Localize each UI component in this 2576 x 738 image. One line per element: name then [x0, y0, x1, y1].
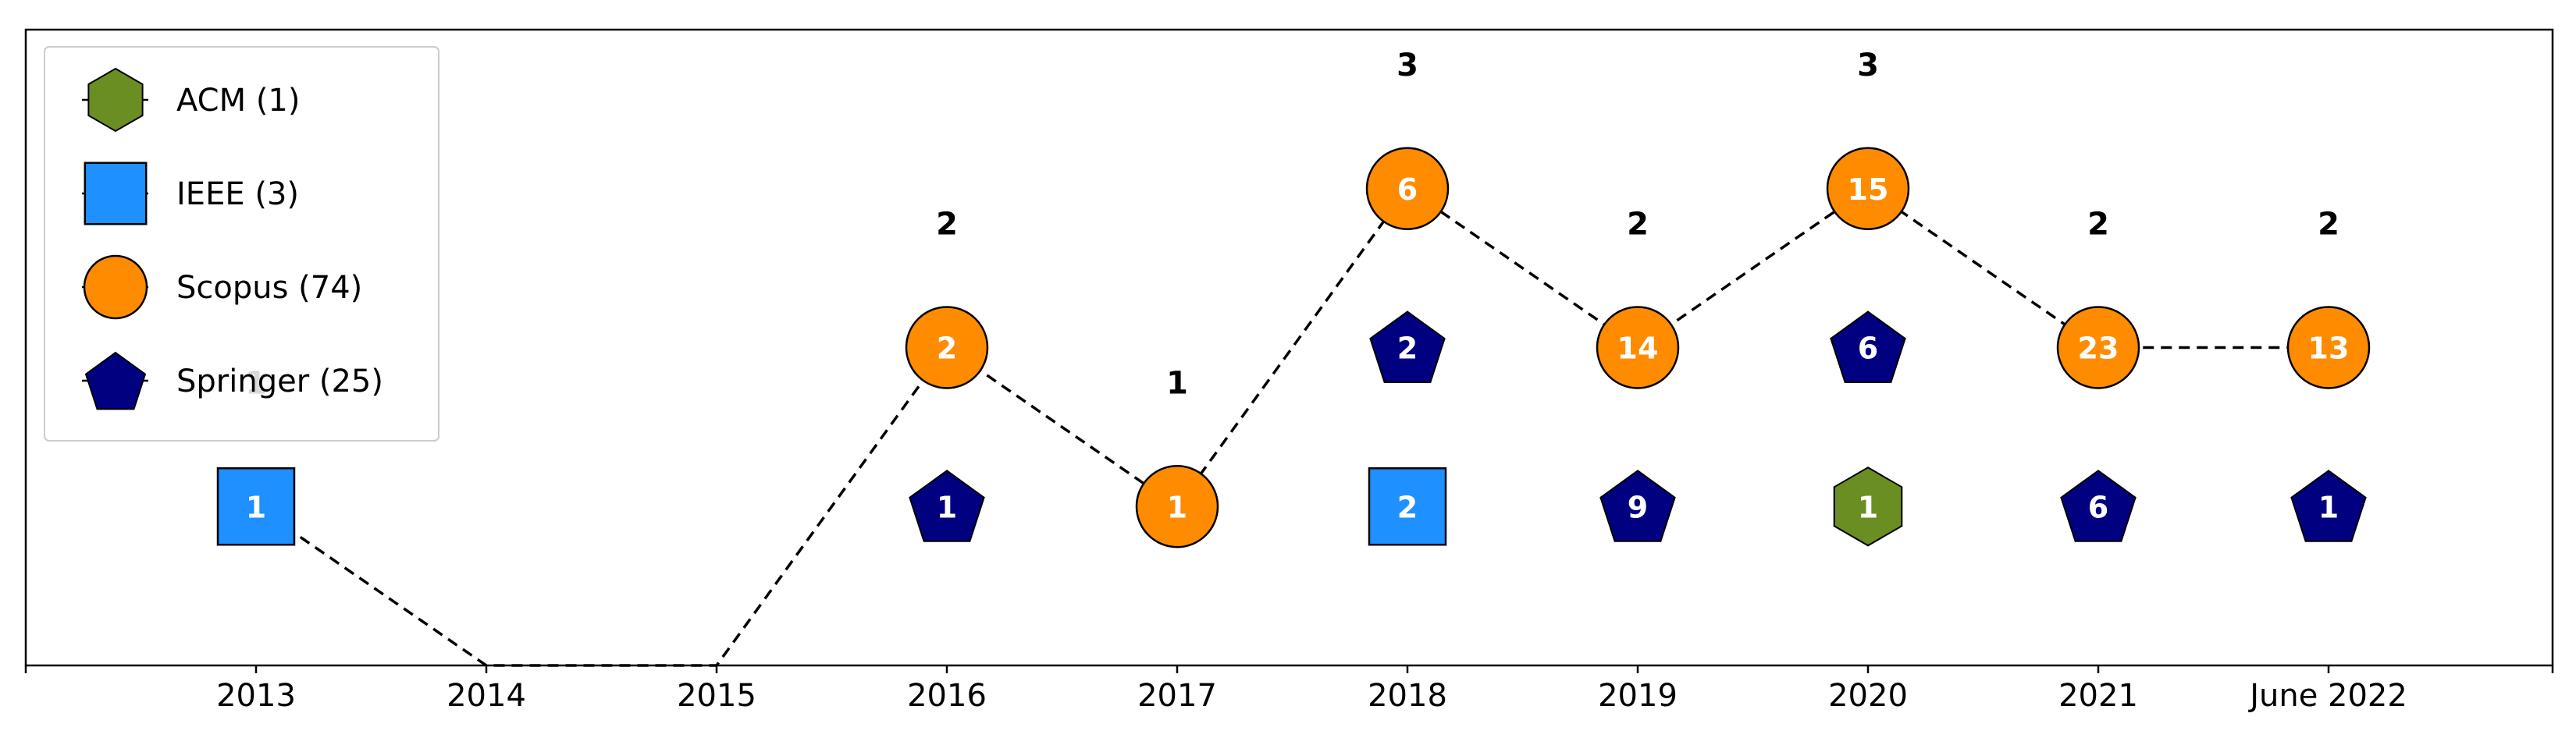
- marker-value-label: 6: [1858, 332, 1878, 366]
- marker-value-label: 1: [1167, 490, 1187, 524]
- pentagon-marker: [1369, 310, 1446, 383]
- square-marker: [216, 467, 296, 546]
- source-count-label: 2: [1627, 207, 1649, 243]
- legend-square-marker: [84, 161, 148, 225]
- source-count-label: 3: [1857, 48, 1879, 83]
- pentagon-marker: [1830, 310, 1906, 383]
- pentagon-marker: [2060, 470, 2137, 542]
- marker-value-label: 2: [937, 332, 957, 366]
- circle-marker: [1826, 147, 1910, 230]
- total-trend-line: [255, 186, 2329, 667]
- marker-value-label: 2: [1397, 490, 1418, 524]
- x-axis-ticks: 2013 2014 2015 2016 2017 2018 2019 2020 2021 June…: [24, 665, 2554, 714]
- x-tick-label: 2015: [677, 678, 756, 714]
- x-tick-label: 2019: [1598, 678, 1678, 714]
- circle-marker: [1596, 306, 1680, 389]
- legend-label: ACM (1): [176, 83, 300, 119]
- x-tick-label: 2017: [1137, 678, 1217, 714]
- marker-value-label: 1: [1858, 490, 1878, 524]
- pentagon-marker: [2290, 470, 2367, 542]
- legend-label: Springer (25): [176, 364, 383, 399]
- pentagon-marker: [1599, 470, 1676, 542]
- marker-value-label: 6: [2088, 490, 2108, 524]
- marker-value-label: 2: [1397, 332, 1418, 366]
- circle-marker: [2056, 306, 2140, 389]
- square-marker: [1368, 467, 1447, 546]
- source-count-label: 3: [1397, 48, 1418, 83]
- marker-value-label: 1: [2318, 490, 2339, 524]
- marker-value-label: 23: [2078, 332, 2119, 366]
- x-tick-label: 2013: [216, 678, 296, 714]
- source-count-label: 1: [1166, 365, 1188, 401]
- marker-value-label: 13: [2308, 332, 2350, 366]
- marker-value-label: 14: [1617, 332, 1659, 366]
- circle-marker: [2286, 306, 2371, 389]
- marker-value-label: 9: [1628, 490, 1648, 524]
- legend-circle-marker: [83, 254, 148, 320]
- x-tick-label: 2016: [907, 678, 987, 714]
- x-tick-label: 2020: [1828, 678, 1908, 714]
- x-tick-label: June 2022: [2247, 678, 2407, 714]
- legend: ACM (1) IEEE (3) Scopus (74) Springer (25): [44, 46, 439, 442]
- source-count-label: 2: [2318, 207, 2339, 243]
- legend-label: Scopus (74): [176, 270, 362, 306]
- pentagon-marker: [909, 470, 985, 542]
- trend-line-layer: [255, 186, 2329, 667]
- hexagon-marker: [1833, 467, 1903, 547]
- marker-value-label: 15: [1848, 172, 1889, 207]
- source-count-label: 2: [2087, 207, 2109, 243]
- legend-pentagon-marker: [84, 351, 147, 410]
- circle-marker: [1135, 465, 1219, 548]
- circle-marker: [905, 306, 989, 389]
- x-tick-label: 2021: [2058, 678, 2138, 714]
- plot-frame: [24, 28, 2554, 667]
- legend-hexagon-marker: [87, 67, 144, 133]
- marker-value-label: 6: [1397, 172, 1418, 207]
- source-count-label: 2: [936, 207, 958, 243]
- x-tick-label: 2014: [447, 678, 526, 714]
- marker-value-label: 1: [246, 490, 266, 524]
- circle-marker: [1365, 147, 1450, 230]
- legend-label: IEEE (3): [176, 176, 299, 212]
- x-tick-label: 2018: [1368, 678, 1447, 714]
- legend-frame: [44, 46, 439, 442]
- marker-value-label: 1: [937, 490, 957, 524]
